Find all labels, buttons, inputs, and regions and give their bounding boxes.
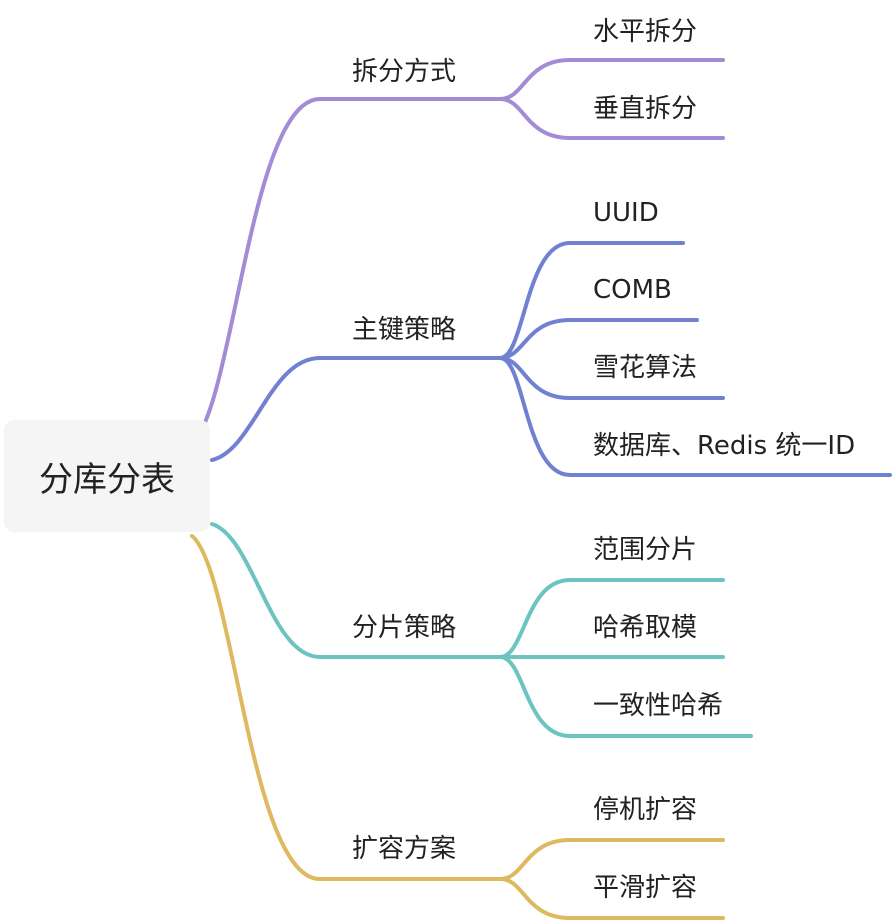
leaf-connector-2-0 xyxy=(498,578,725,659)
branch-connector-3 xyxy=(190,534,502,881)
branch-node-sharding-strategy[interactable]: 分片策略 xyxy=(352,613,457,643)
leaf-connector-2-2 xyxy=(498,655,753,738)
leaf-node-downtime-scaling[interactable]: 停机扩容 xyxy=(593,795,698,825)
leaf-node-uuid[interactable]: UUID xyxy=(593,198,659,228)
leaf-connector-3-1 xyxy=(498,877,725,920)
leaf-connector-3-0 xyxy=(498,838,725,881)
branch-connector-0 xyxy=(190,97,502,445)
leaf-node-comb[interactable]: COMB xyxy=(593,275,672,305)
root-node[interactable]: 分库分表 xyxy=(4,420,210,532)
leaf-connector-1-0 xyxy=(498,241,685,360)
branch-node-scaling-plan[interactable]: 扩容方案 xyxy=(352,834,457,864)
leaf-node-db-redis-id[interactable]: 数据库、Redis 统一ID xyxy=(593,431,856,461)
branch-node-split-method[interactable]: 拆分方式 xyxy=(352,57,457,87)
leaf-node-hash-mod[interactable]: 哈希取模 xyxy=(593,613,698,643)
branch-connector-1 xyxy=(210,356,502,462)
leaf-node-range-sharding[interactable]: 范围分片 xyxy=(593,535,698,565)
leaf-connector-0-0 xyxy=(498,58,725,101)
leaf-connector-1-1 xyxy=(498,318,699,360)
leaf-node-snowflake[interactable]: 雪花算法 xyxy=(593,353,698,383)
leaf-node-vertical-split[interactable]: 垂直拆分 xyxy=(593,94,698,124)
branch-connector-2 xyxy=(210,522,502,659)
root-node-label: 分库分表 xyxy=(39,459,175,500)
leaf-connector-0-1 xyxy=(498,97,725,140)
leaf-node-smooth-scaling[interactable]: 平滑扩容 xyxy=(593,873,698,903)
branch-node-primary-key-strategy[interactable]: 主键策略 xyxy=(352,315,457,345)
leaf-node-consistent-hash[interactable]: 一致性哈希 xyxy=(593,691,724,721)
leaf-node-horizontal-split[interactable]: 水平拆分 xyxy=(593,17,698,47)
leaf-connector-1-3 xyxy=(498,356,892,477)
